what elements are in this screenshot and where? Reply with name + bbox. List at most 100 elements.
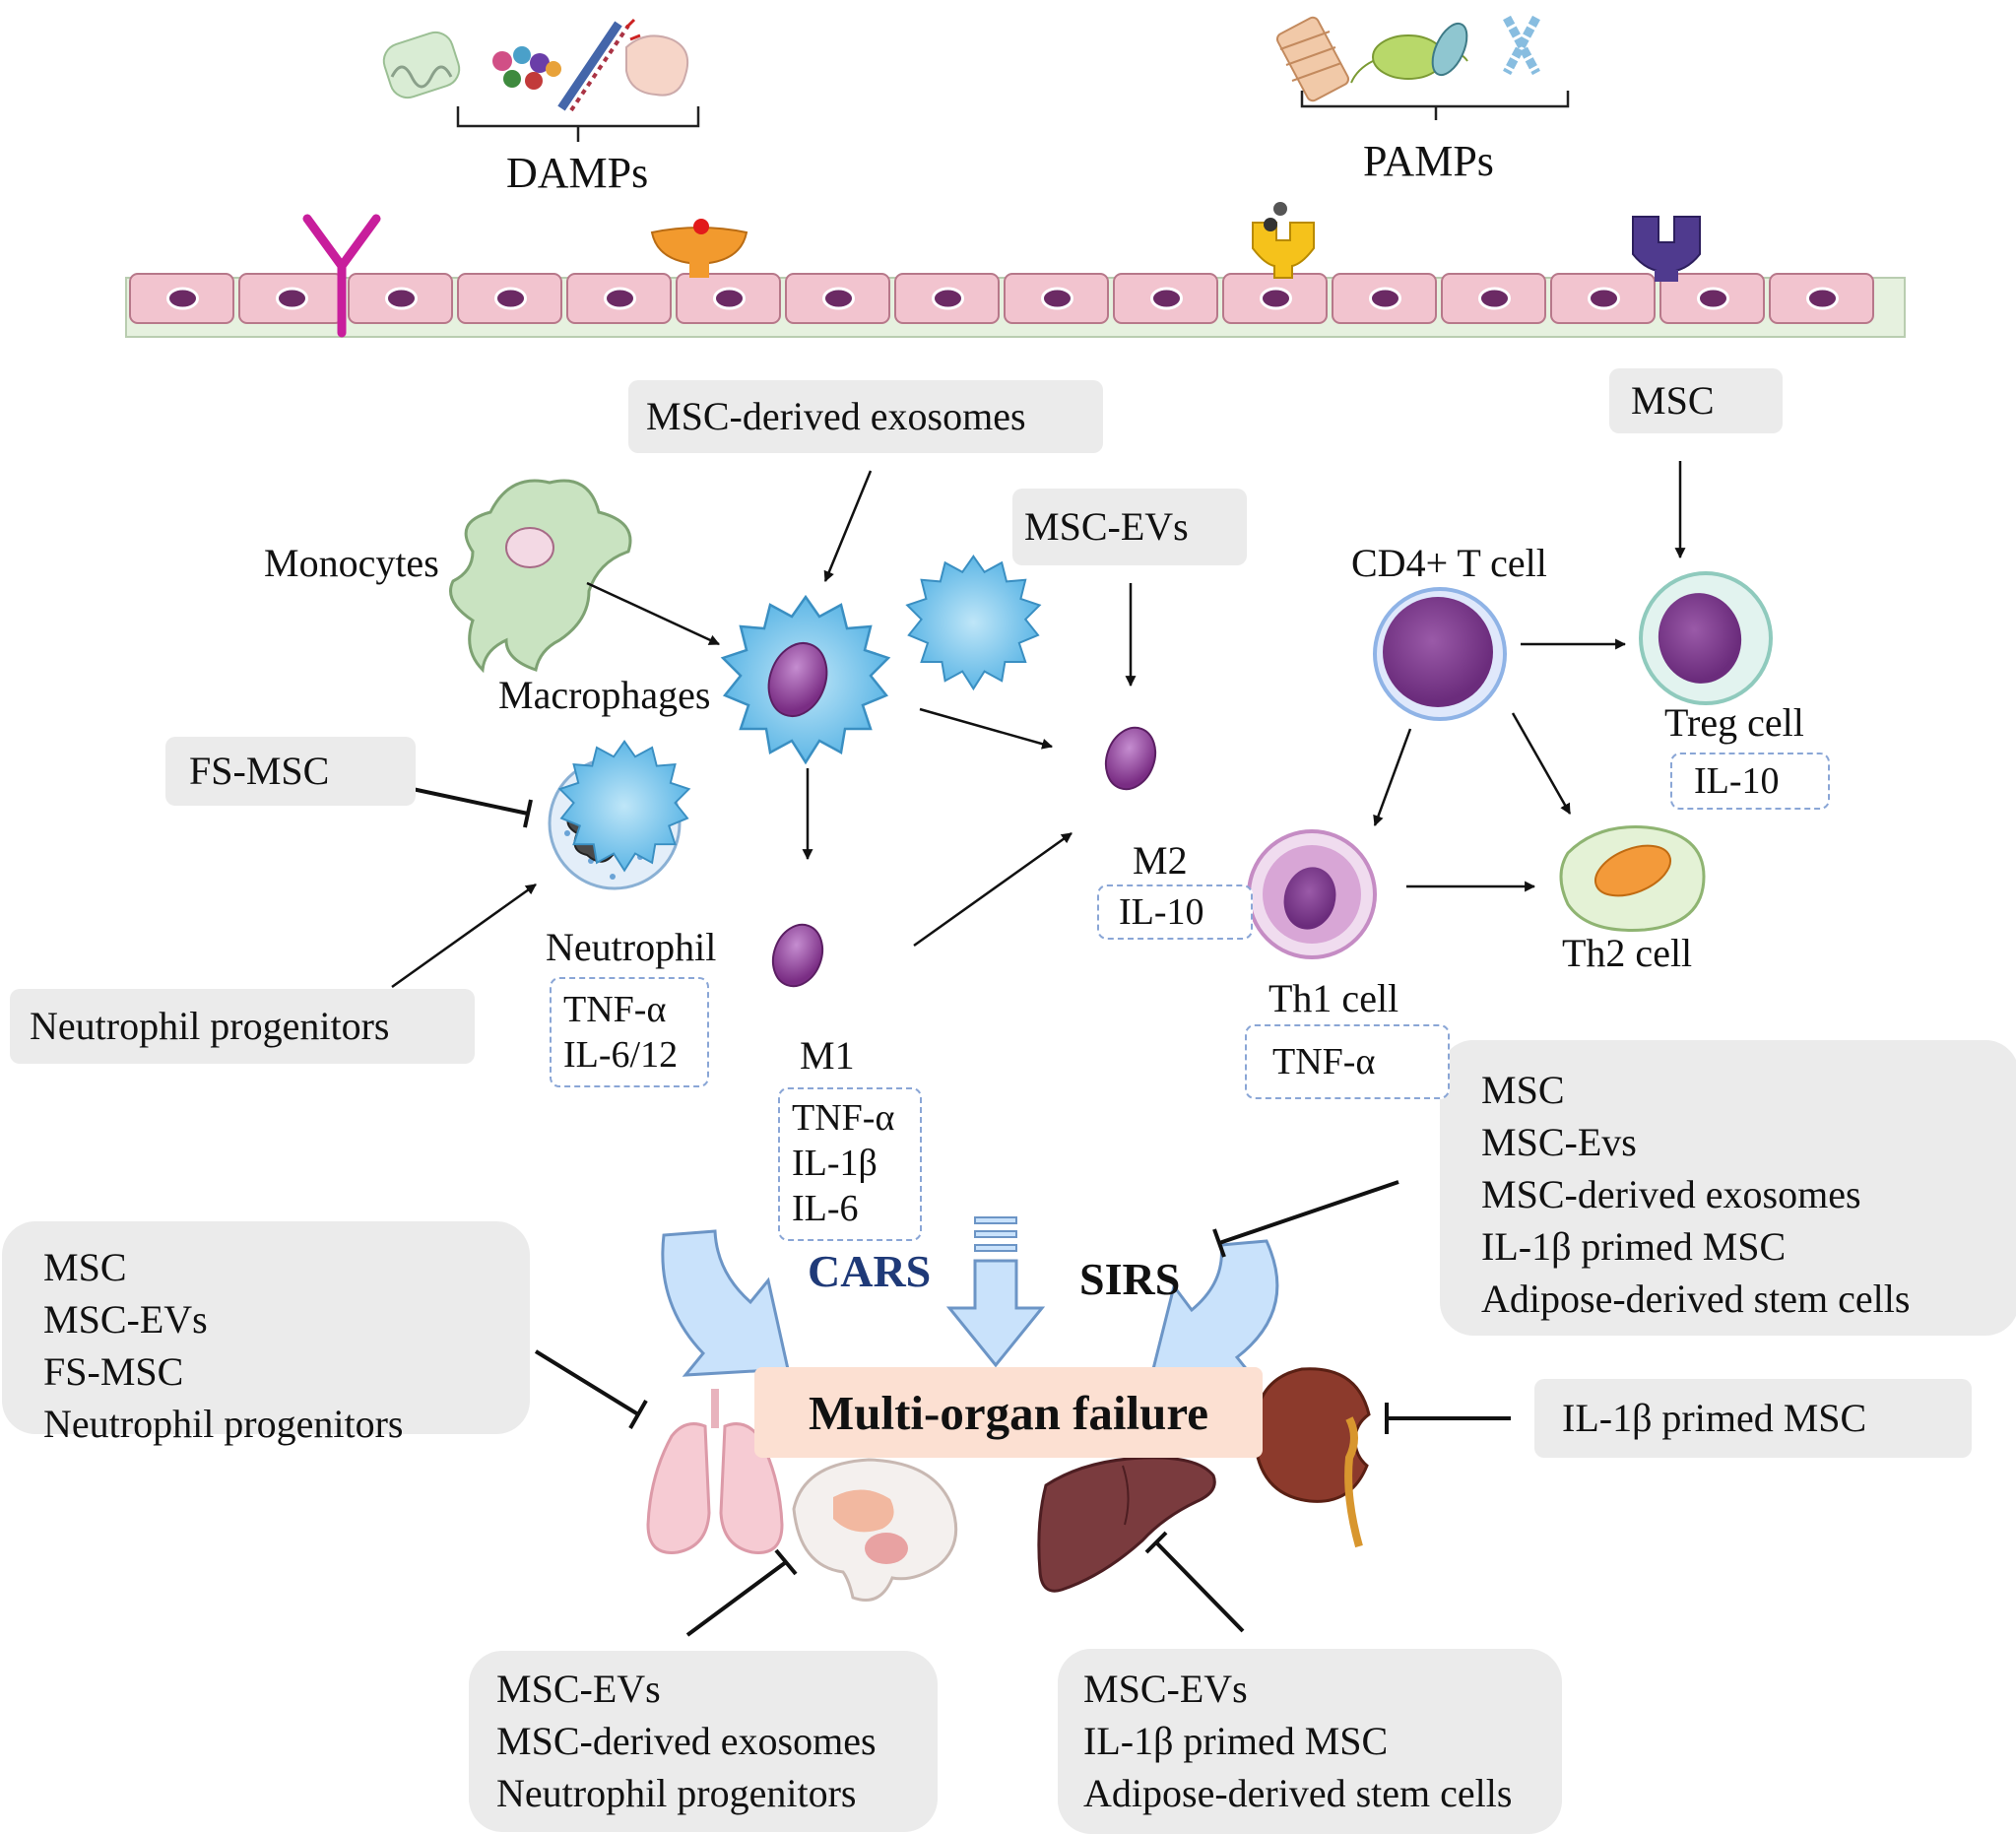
pamps-brace-icon xyxy=(1300,91,1570,120)
pamps-label: PAMPs xyxy=(1363,137,1494,185)
kidney-icon xyxy=(1253,1367,1371,1548)
right-treatment-item: MSC-derived exosomes xyxy=(1481,1172,1861,1216)
m1-macrophage-icon xyxy=(558,740,824,988)
msc-evs-text: MSC-EVs xyxy=(1024,504,1189,549)
macrophage-icon xyxy=(720,594,891,765)
epithelial-nucleus-icon xyxy=(1041,287,1073,310)
m2-macrophage-icon xyxy=(906,555,1157,791)
il1b-primed-msc-text: IL-1β primed MSC xyxy=(1562,1396,1867,1440)
msc-text: MSC xyxy=(1631,378,1715,423)
cars-down-arrow-icon xyxy=(945,1216,1046,1368)
left-treatment-item: MSC xyxy=(43,1245,127,1289)
left-curved-arrow-icon xyxy=(661,1229,790,1377)
liver-treatment-item: Adipose-derived stem cells xyxy=(1083,1771,1513,1815)
cytokine-item: TNF-α xyxy=(1272,1041,1376,1082)
left-treatment-item: Neutrophil progenitors xyxy=(43,1402,404,1446)
damps-label: DAMPs xyxy=(506,149,649,197)
epithelial-nucleus-icon xyxy=(385,287,418,310)
pamps-microbes-icon xyxy=(1275,15,1540,102)
neutrophil-progenitors-text: Neutrophil progenitors xyxy=(30,1004,390,1048)
left-treatment-box: MSC MSC-EVs FS-MSC Neutrophil progenitor… xyxy=(2,1221,530,1446)
epithelial-nucleus-icon xyxy=(604,287,636,310)
right-treatment-box: MSC MSC-Evs MSC-derived exosomes IL-1β p… xyxy=(1440,1040,2016,1336)
right-treatment-item: IL-1β primed MSC xyxy=(1481,1224,1787,1269)
orange-receptor-icon xyxy=(650,219,748,278)
cd4-t-cell-label: CD4+ T cell xyxy=(1351,541,1547,585)
msc-exosomes-box: MSC-derived exosomes xyxy=(628,380,1103,453)
epithelial-nucleus-icon xyxy=(822,287,855,310)
epithelial-nucleus-icon xyxy=(932,287,964,310)
left-treatment-item: FS-MSC xyxy=(43,1349,184,1394)
right-treatment-item: MSC xyxy=(1481,1068,1565,1112)
brain-treatment-item: MSC-EVs xyxy=(496,1667,661,1711)
th1-cytokines-box: TNF-α xyxy=(1245,1024,1450,1099)
monocytes-label: Monocytes xyxy=(264,541,439,585)
epithelial-nucleus-icon xyxy=(276,287,308,310)
m2-label: M2 xyxy=(1133,838,1188,883)
epithelial-nucleus-icon xyxy=(494,287,527,310)
cytokine-item: IL-10 xyxy=(1119,891,1204,933)
treg-cell-icon xyxy=(1639,571,1773,705)
liver-treatment-box: MSC-EVs IL-1β primed MSC Adipose-derived… xyxy=(1058,1649,1562,1834)
neutrophil-label: Neutrophil xyxy=(546,925,717,969)
liver-treatment-item: MSC-EVs xyxy=(1083,1667,1248,1711)
msc-exosomes-text: MSC-derived exosomes xyxy=(646,394,1026,438)
neutrophil-cytokines-box: TNF-α IL-6/12 xyxy=(550,977,709,1087)
epithelial-nucleus-icon xyxy=(713,287,746,310)
damps-brace-icon xyxy=(456,106,700,142)
epithelial-nucleus-icon xyxy=(1478,287,1511,310)
multi-organ-failure-label: Multi-organ failure xyxy=(754,1367,1263,1458)
cd4-t-cell-icon xyxy=(1373,587,1507,721)
th1-cell-icon xyxy=(1247,829,1377,959)
epithelial-nucleus-icon xyxy=(166,287,199,310)
damps-molecules-icon xyxy=(382,18,689,112)
epithelial-nucleus-icon xyxy=(1150,287,1183,310)
cytokine-item: TNF-α xyxy=(792,1097,895,1139)
right-treatment-item: MSC-Evs xyxy=(1481,1120,1637,1164)
liver-treatment-item: IL-1β primed MSC xyxy=(1083,1719,1389,1763)
fs-msc-text: FS-MSC xyxy=(189,749,330,793)
sirs-label: SIRS xyxy=(1079,1254,1181,1304)
brain-icon xyxy=(792,1458,958,1602)
cytokine-item: TNF-α xyxy=(563,989,667,1030)
th1-cell-label: Th1 cell xyxy=(1268,976,1399,1020)
right-treatment-item: Adipose-derived stem cells xyxy=(1481,1277,1911,1321)
brain-treatment-box: MSC-EVs MSC-derived exosomes Neutrophil … xyxy=(469,1651,938,1832)
purple-receptor-icon xyxy=(1632,216,1701,282)
epithelium-layer xyxy=(125,273,1906,338)
th2-cell-label: Th2 cell xyxy=(1562,931,1693,975)
m1-label: M1 xyxy=(800,1033,855,1078)
cytokine-item: IL-6 xyxy=(792,1188,859,1229)
il1b-primed-msc-box: IL-1β primed MSC xyxy=(1534,1379,1972,1458)
liver-icon xyxy=(1037,1456,1216,1593)
left-treatment-item: MSC-EVs xyxy=(43,1297,208,1342)
m2-cytokines-box: IL-10 xyxy=(1097,884,1253,940)
cytokine-item: IL-10 xyxy=(1694,760,1780,802)
msc-box: MSC xyxy=(1609,368,1783,433)
m1-cytokines-box: TNF-α IL-1β IL-6 xyxy=(778,1087,922,1241)
pathway-arrows xyxy=(391,461,1686,989)
epithelial-nucleus-icon xyxy=(1697,287,1729,310)
treg-cell-label: Treg cell xyxy=(1664,700,1804,745)
monocyte-icon xyxy=(449,479,632,674)
treg-cytokines-box: IL-10 xyxy=(1670,753,1830,810)
fs-msc-box: FS-MSC xyxy=(165,737,416,806)
cytokine-item: IL-1β xyxy=(792,1143,878,1184)
brain-treatment-item: MSC-derived exosomes xyxy=(496,1719,877,1763)
msc-evs-box: MSC-EVs xyxy=(1012,489,1247,565)
cytokine-item: IL-6/12 xyxy=(563,1034,679,1076)
cars-label: CARS xyxy=(808,1246,932,1296)
macrophages-label: Macrophages xyxy=(498,673,711,717)
inhibition-lines xyxy=(407,786,1511,1637)
lungs-icon xyxy=(646,1389,784,1554)
epithelial-nucleus-icon xyxy=(1806,287,1839,310)
th2-cell-icon xyxy=(1559,825,1706,932)
epithelial-nucleus-icon xyxy=(1369,287,1401,310)
epithelial-nucleus-icon xyxy=(1260,287,1292,310)
epithelial-nucleus-icon xyxy=(1588,287,1620,310)
yellow-receptor-icon xyxy=(1252,202,1315,279)
y-receptor-icon xyxy=(302,214,381,338)
neutrophil-progenitors-box: Neutrophil progenitors xyxy=(10,989,475,1064)
brain-treatment-item: Neutrophil progenitors xyxy=(496,1771,857,1815)
